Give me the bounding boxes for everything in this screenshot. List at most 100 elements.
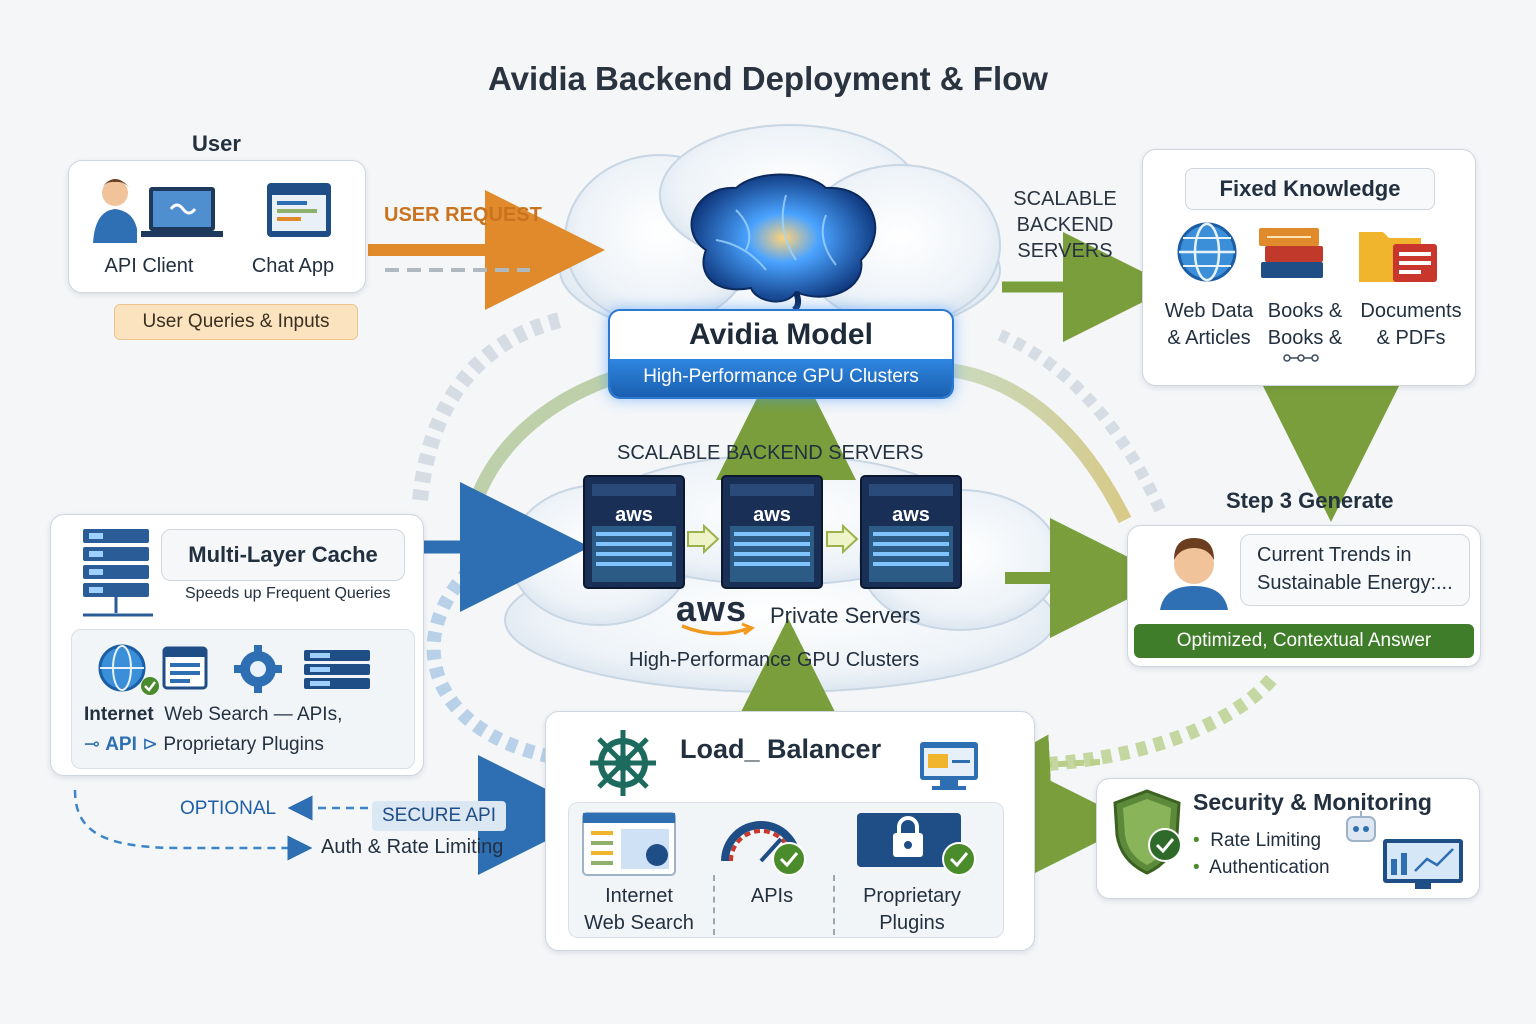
cache-panel: Multi-Layer Cache Speeds up Frequent Que… <box>50 514 424 776</box>
security-auth-label: Authentication <box>1209 857 1330 878</box>
gauge-check-icon <box>721 821 806 876</box>
scalable-servers-top-label: SCALABLE BACKEND SERVERS <box>1000 186 1130 264</box>
api-client-icon <box>93 179 223 243</box>
api-client-label: API Client <box>104 255 194 277</box>
rack-arrow-icon <box>687 523 720 555</box>
arc-cache-to-lb <box>426 565 571 767</box>
security-item-auth: • Authentication <box>1193 857 1330 878</box>
aws-logo: aws <box>676 588 748 629</box>
scalable-line-3: SERVERS <box>1017 240 1113 262</box>
robot-icon <box>1346 811 1376 842</box>
model-subtitle: High-Performance GPU Clusters <box>610 359 952 397</box>
private-servers-label: Private Servers <box>770 603 921 628</box>
lb-item-plugins: Proprietary Plugins <box>839 883 985 937</box>
security-list: • Rate Limiting • Authentication <box>1193 827 1330 881</box>
lb-item-websearch: Internet Web Search <box>569 883 709 937</box>
load-balancer-title: Load_ Balancer <box>680 734 882 764</box>
link-dots-icon <box>1283 354 1319 362</box>
lb-websearch-line1: Internet <box>605 885 673 907</box>
optional-dashed-path <box>73 789 313 861</box>
knowledge-item-web: Web Data & Articles <box>1151 298 1267 352</box>
model-name: Avidia Model <box>689 318 873 351</box>
chat-app-icon <box>267 183 331 237</box>
knowledge-books-line2: Books & <box>1267 327 1343 349</box>
answer-banner: Optimized, Contextual Answer <box>1134 624 1474 658</box>
security-panel: Security & Monitoring • Rate Limiting • … <box>1096 778 1480 899</box>
security-title: Security & Monitoring <box>1193 789 1432 815</box>
knowledge-docs-line2: & PDFs <box>1376 327 1446 349</box>
helm-icon <box>590 730 656 796</box>
user-panel: API Client Chat App <box>68 160 366 293</box>
fixed-knowledge-title: Fixed Knowledge <box>1185 168 1435 210</box>
lb-plugins-line1: Proprietary <box>863 885 961 907</box>
monitor-icon <box>920 742 978 790</box>
server-rack-1: aws <box>583 475 685 589</box>
globe-check-icon <box>98 644 159 695</box>
scalable-line-1: SCALABLE <box>1013 188 1117 210</box>
user-request-label: USER REQUEST <box>384 204 542 226</box>
cache-plugins-label: Proprietary Plugins <box>163 734 324 755</box>
load-balancer-panel: Load_ Balancer <box>545 711 1035 951</box>
server-badge-3: aws <box>892 504 930 526</box>
generate-panel: Current Trends in Sustainable Energy:...… <box>1127 525 1481 667</box>
shield-check-icon <box>1113 789 1182 875</box>
query-line2: Sustainable Energy:... <box>1257 572 1453 594</box>
step3-heading: Step 3 Generate <box>1226 488 1394 513</box>
cache-internet-label: Internet <box>84 704 154 725</box>
arc-right-faint <box>997 329 1166 513</box>
knowledge-docs-line1: Documents <box>1360 300 1462 322</box>
arc-lb-to-answer <box>1029 670 1281 772</box>
books-icon <box>1259 228 1323 278</box>
knowledge-item-books: Books & Books & <box>1257 298 1353 352</box>
knowledge-web-line2: & Articles <box>1167 327 1251 349</box>
avidia-model-card: Avidia Model High-Performance GPU Cluste… <box>608 309 954 399</box>
dashboard-monitor-icon <box>1383 839 1463 889</box>
aws-smile-icon <box>681 622 756 636</box>
knowledge-item-docs: Documents & PDFs <box>1349 298 1473 352</box>
fixed-knowledge-panel: Fixed Knowledge Web Data & Articles Book… <box>1142 149 1476 386</box>
knowledge-books-line1: Books & <box>1267 300 1343 322</box>
security-item-rate: • Rate Limiting <box>1193 830 1322 851</box>
chat-app-label: Chat App <box>251 255 335 277</box>
auth-label: Auth & Rate Limiting <box>321 836 504 858</box>
arc-left-back <box>412 312 562 501</box>
secure-api-label: SECURE API <box>372 801 506 831</box>
server-rack-2: aws <box>721 475 823 589</box>
arc-right-green <box>948 363 1132 524</box>
scalable-servers-mid-label: SCALABLE BACKEND SERVERS <box>617 442 924 464</box>
user-queries-tag: User Queries & Inputs <box>114 304 358 340</box>
cache-sources: Internet Web Search — APIs, ⊸ API ⊳ Prop… <box>71 629 415 769</box>
user-heading: User <box>192 131 241 156</box>
brain-icon <box>690 173 877 313</box>
scalable-line-2: BACKEND <box>1016 214 1114 236</box>
server-stack-icon <box>304 650 370 689</box>
cache-server-icon <box>83 529 153 617</box>
lb-plugins-line2: Plugins <box>879 912 945 934</box>
lb-divider-1 <box>713 875 715 935</box>
lb-divider-2 <box>833 875 835 935</box>
query-bubble: Current Trends in Sustainable Energy:... <box>1240 534 1470 606</box>
cache-subtitle: Speeds up Frequent Queries <box>185 585 391 602</box>
web-search-icon <box>582 812 676 876</box>
lock-check-icon <box>857 813 976 876</box>
cache-sources-line1: Internet Web Search — APIs, <box>84 704 342 726</box>
user-avatar-icon <box>1160 538 1228 610</box>
lb-apis-line1: APIs <box>750 885 794 907</box>
globe-icon <box>1177 222 1237 282</box>
lb-item-apis: APIs <box>717 883 827 910</box>
cache-websearch-label: Web Search — APIs, <box>164 704 343 725</box>
cache-title: Multi-Layer Cache <box>161 529 405 581</box>
document-window-icon <box>162 646 208 690</box>
servers-subtitle: High-Performance GPU Clusters <box>629 649 920 671</box>
knowledge-web-line1: Web Data <box>1164 300 1254 322</box>
lb-sources: Internet Web Search APIs Proprietary Plu… <box>568 802 1004 938</box>
documents-icon <box>1359 232 1437 282</box>
query-line1: Current Trends in <box>1257 544 1412 566</box>
cache-sources-line2: ⊸ API ⊳ Proprietary Plugins <box>84 733 324 756</box>
gear-icon <box>234 645 282 693</box>
server-badge-1: aws <box>615 504 653 526</box>
api-arrow-icon: ⊳ <box>142 734 159 755</box>
optional-label: OPTIONAL <box>180 798 277 819</box>
security-rate-label: Rate Limiting <box>1210 830 1322 851</box>
server-rack-icon <box>583 475 685 589</box>
